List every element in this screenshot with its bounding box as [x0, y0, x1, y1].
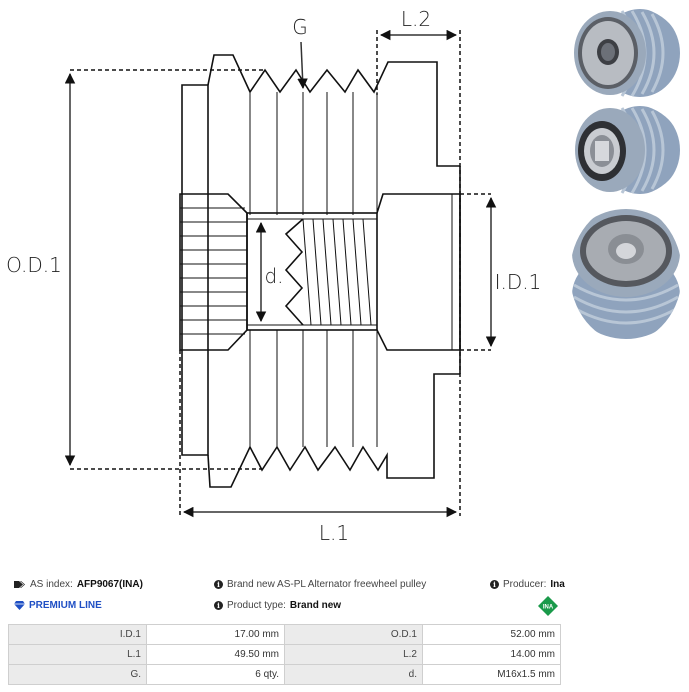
product-type-value: Brand new — [289, 600, 342, 611]
ina-logo: INA — [538, 596, 558, 616]
label-l2: L.2 — [401, 7, 431, 31]
label-d: d. — [264, 264, 283, 288]
bottom-profile — [207, 373, 460, 488]
spec-value: 52.00 mm — [422, 624, 561, 645]
table-row: G. 6 qty. d. M16x1.5 mm — [8, 664, 561, 685]
table-row: L.1 49.50 mm L.2 14.00 mm — [8, 644, 561, 665]
producer: i Producer: Ina — [490, 579, 565, 590]
label-od1: O.D.1 — [6, 253, 62, 277]
table-row: I.D.1 17.00 mm O.D.1 52.00 mm — [8, 624, 561, 645]
product-type: i Product type: Brand new — [214, 600, 341, 611]
tag-icon — [14, 581, 25, 588]
product-photo-rear — [575, 106, 680, 194]
spline-hub — [179, 193, 248, 351]
spec-label: G. — [8, 664, 147, 685]
bore — [246, 212, 378, 331]
product-photo-angle — [572, 209, 680, 339]
info-icon: i — [214, 580, 223, 589]
spec-value: 6 qty. — [146, 664, 285, 685]
left-flange — [181, 84, 209, 456]
product-photo-front — [574, 9, 680, 97]
spec-label: I.D.1 — [8, 624, 147, 645]
label-id1: I.D.1 — [495, 270, 542, 294]
product-description: i Brand new AS-PL Alternator freewheel p… — [214, 579, 426, 590]
spec-value: 14.00 mm — [422, 644, 561, 665]
spec-value: 17.00 mm — [146, 624, 285, 645]
thread-teeth — [284, 218, 304, 326]
spec-table: I.D.1 17.00 mm O.D.1 52.00 mm L.1 49.50 … — [8, 624, 561, 685]
top-profile — [207, 54, 460, 167]
info-icon: i — [490, 580, 499, 589]
spec-label: d. — [284, 664, 423, 685]
premium-line-badge: PREMIUM LINE — [14, 600, 102, 611]
as-index-label: AS index: — [30, 579, 73, 590]
bearing — [376, 193, 461, 351]
label-l1: L.1 — [319, 521, 349, 545]
as-index: AS index: AFP9067(INA) — [14, 579, 143, 590]
ina-logo-text: INA — [543, 605, 554, 611]
spec-value: 49.50 mm — [146, 644, 285, 665]
technical-drawing: G L.2 O.D.1 I.D.1 d. L.1 — [6, 7, 542, 545]
spec-value: M16x1.5 mm — [422, 664, 561, 685]
info-icon: i — [214, 601, 223, 610]
producer-label: Producer: — [503, 579, 547, 590]
spec-label: L.1 — [8, 644, 147, 665]
label-g: G — [292, 15, 308, 39]
premium-line-label: PREMIUM LINE — [29, 600, 102, 611]
spec-label: L.2 — [284, 644, 423, 665]
g-pointer-arrow — [297, 41, 308, 90]
diamond-icon — [14, 601, 25, 610]
product-type-label: Product type: — [227, 600, 286, 611]
spec-label: O.D.1 — [284, 624, 423, 645]
as-index-value: AFP9067(INA) — [76, 579, 143, 590]
producer-value: Ina — [550, 579, 565, 590]
description-text: Brand new AS-PL Alternator freewheel pul… — [227, 579, 427, 590]
